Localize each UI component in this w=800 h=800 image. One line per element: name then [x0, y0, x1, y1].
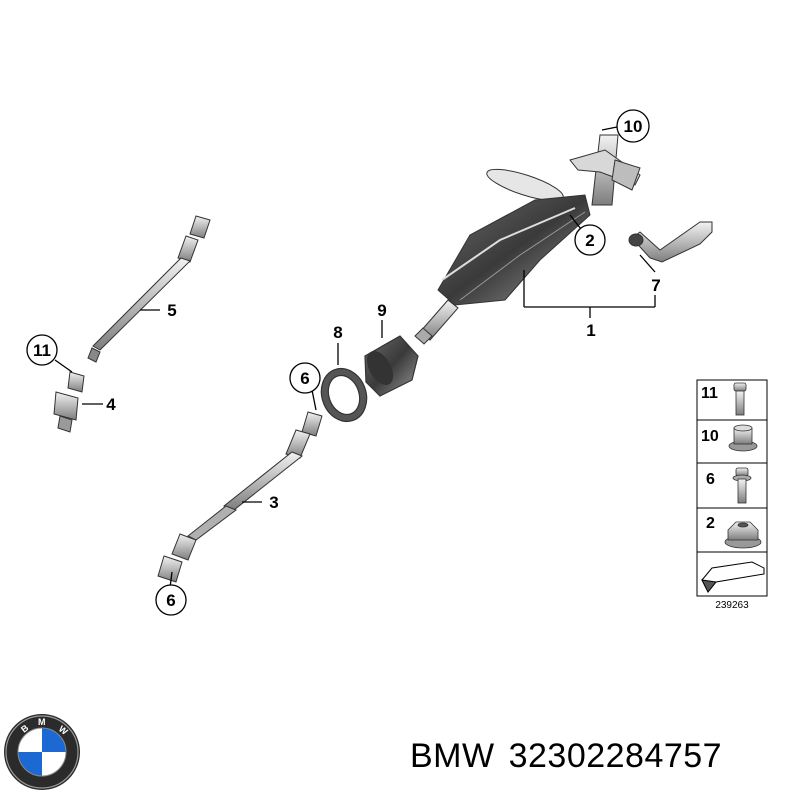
flange-nut-bolt-icon — [728, 424, 758, 452]
diagram-number: 239263 — [715, 600, 749, 611]
svg-text:6: 6 — [166, 591, 175, 610]
bmw-logo: B M W — [4, 714, 80, 790]
legend-row-2: 2 — [706, 515, 715, 532]
callout-6-upper: 6 — [289, 362, 321, 394]
part-number-footer: BMW 32302284757 — [410, 737, 736, 776]
direction-arrow-icon — [701, 561, 765, 593]
callout-5: 5 — [167, 301, 176, 320]
callout-2: 2 — [574, 224, 606, 256]
svg-text:6: 6 — [300, 369, 309, 388]
callout-7: 7 — [651, 276, 660, 295]
lower-shaft-part-3 — [157, 411, 323, 583]
svg-text:B: B — [19, 722, 31, 734]
brand-label: BMW — [410, 737, 495, 775]
svg-text:11: 11 — [33, 341, 51, 360]
svg-text:10: 10 — [624, 117, 643, 136]
callout-9: 9 — [377, 301, 386, 320]
universal-joint-part-4 — [53, 371, 85, 433]
legend-row-10: 10 — [701, 428, 719, 445]
svg-text:M: M — [38, 717, 46, 727]
callout-11: 11 — [26, 334, 58, 366]
boot-part-9 — [364, 335, 419, 397]
callout-8: 8 — [333, 323, 342, 342]
bolt-icon — [733, 382, 747, 416]
callout-1: 1 — [586, 321, 595, 340]
short-bolt-icon — [732, 467, 752, 504]
legend-row-6: 6 — [706, 471, 715, 488]
fastener-legend: 11 10 6 2 239263 — [696, 379, 768, 611]
ring-part-8 — [320, 367, 368, 423]
callout-3: 3 — [269, 493, 278, 512]
adjustment-lever — [628, 221, 713, 263]
intermediate-shaft-part-5 — [87, 215, 211, 363]
part-number: 32302284757 — [508, 737, 723, 775]
callout-6-lower: 6 — [155, 584, 187, 616]
callout-4: 4 — [106, 395, 116, 414]
callout-10: 10 — [616, 109, 650, 143]
steering-column-part — [414, 134, 641, 345]
svg-text:2: 2 — [585, 231, 594, 250]
leader-lines — [54, 126, 656, 589]
hex-nut-icon — [724, 521, 762, 549]
legend-row-11: 11 — [701, 385, 718, 402]
